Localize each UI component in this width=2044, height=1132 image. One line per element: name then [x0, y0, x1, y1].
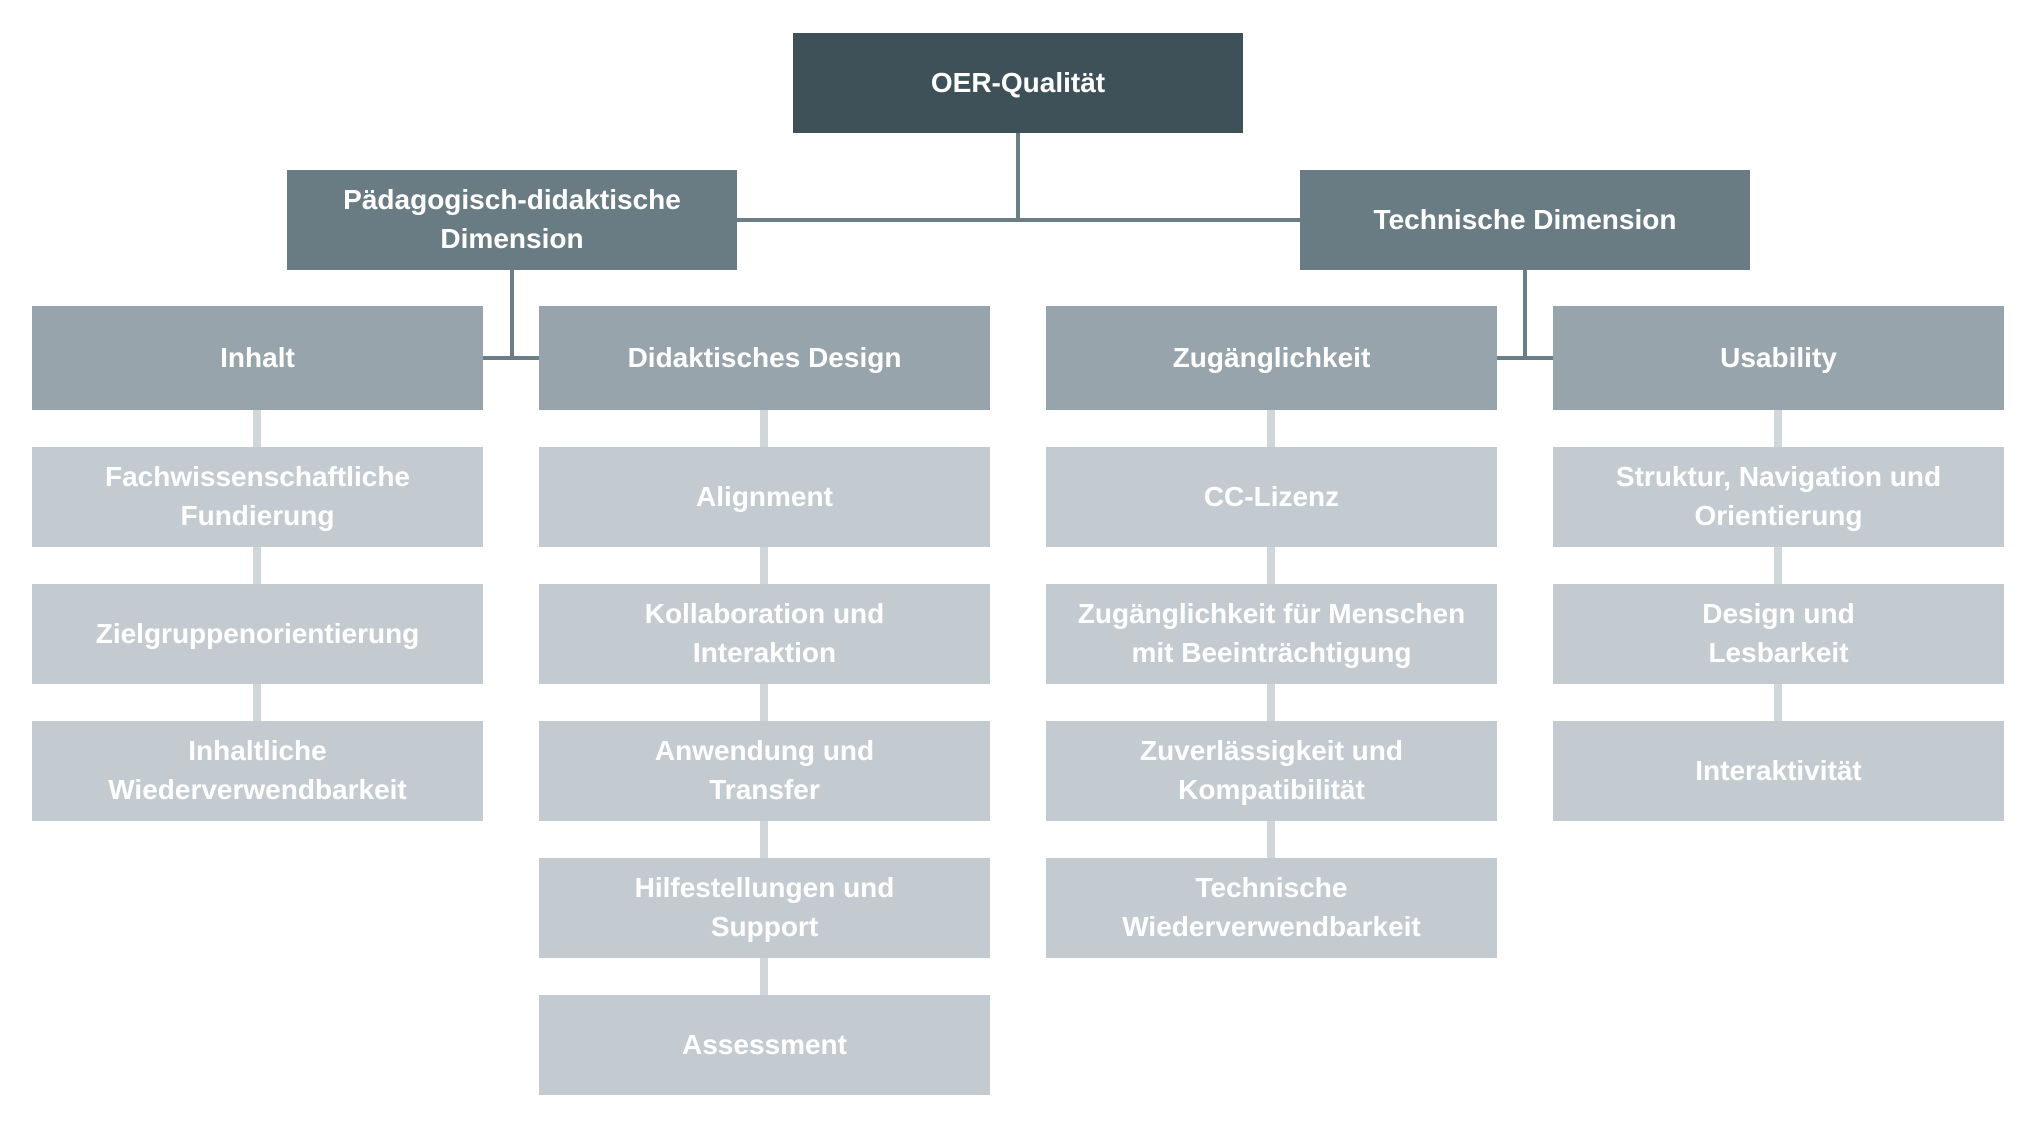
node-fachwissenschaftliche-fundierung: Fachwissenschaftliche Fundierung: [32, 447, 483, 547]
connector-col4-stub-3: [1774, 684, 1782, 721]
node-category-usability: Usability: [1553, 306, 2004, 410]
connector-col3-stub-2: [1267, 547, 1275, 584]
connector-col3-stub-3: [1267, 684, 1275, 721]
node-zuverlaessigkeit-kompatibilitaet: Zuverlässigkeit und Kompatibilität: [1046, 721, 1497, 821]
connector-col1-stub-1: [253, 410, 261, 447]
connector-technisch-horizontal: [1497, 356, 1553, 360]
node-dimension-paedagogisch: Pädagogisch-didaktische Dimension: [287, 170, 737, 270]
node-oer-qualitaet: OER-Qualität: [793, 33, 1243, 133]
node-struktur-navigation-orientierung: Struktur, Navigation und Orientierung: [1553, 447, 2004, 547]
node-zielgruppenorientierung: Zielgruppenorientierung: [32, 584, 483, 684]
connector-technisch-vertical: [1523, 270, 1527, 358]
connector-col2-stub-1: [760, 410, 768, 447]
connector-col2-stub-2: [760, 547, 768, 584]
node-interaktivitaet: Interaktivität: [1553, 721, 2004, 821]
connector-col1-stub-3: [253, 684, 261, 721]
node-dimension-technisch: Technische Dimension: [1300, 170, 1750, 270]
node-anwendung-transfer: Anwendung und Transfer: [539, 721, 990, 821]
node-category-zugaenglichkeit: Zugänglichkeit: [1046, 306, 1497, 410]
connector-col2-stub-5: [760, 958, 768, 995]
node-alignment: Alignment: [539, 447, 990, 547]
connector-col4-stub-1: [1774, 410, 1782, 447]
connector-root-vertical: [1016, 133, 1020, 220]
connector-col2-stub-3: [760, 684, 768, 721]
node-assessment: Assessment: [539, 995, 990, 1095]
node-design-lesbarkeit: Design und Lesbarkeit: [1553, 584, 2004, 684]
connector-col1-stub-2: [253, 547, 261, 584]
node-category-inhalt: Inhalt: [32, 306, 483, 410]
connector-col3-stub-4: [1267, 821, 1275, 858]
node-kollaboration-interaktion: Kollaboration und Interaktion: [539, 584, 990, 684]
node-technische-wiederverwendbarkeit: Technische Wiederverwendbarkeit: [1046, 858, 1497, 958]
node-category-didaktisches-design: Didaktisches Design: [539, 306, 990, 410]
connector-col4-stub-2: [1774, 547, 1782, 584]
connector-col3-stub-1: [1267, 410, 1275, 447]
node-inhaltliche-wiederverwendbarkeit: Inhaltliche Wiederverwendbarkeit: [32, 721, 483, 821]
node-hilfestellungen-support: Hilfestellungen und Support: [539, 858, 990, 958]
connector-paedagogisch-vertical: [510, 270, 514, 358]
connector-col2-stub-4: [760, 821, 768, 858]
connector-paedagogisch-horizontal: [483, 356, 539, 360]
node-cc-lizenz: CC-Lizenz: [1046, 447, 1497, 547]
node-zugaenglichkeit-beeintraechtigung: Zugänglichkeit für Menschen mit Beeinträ…: [1046, 584, 1497, 684]
connector-root-horizontal: [737, 218, 1300, 222]
